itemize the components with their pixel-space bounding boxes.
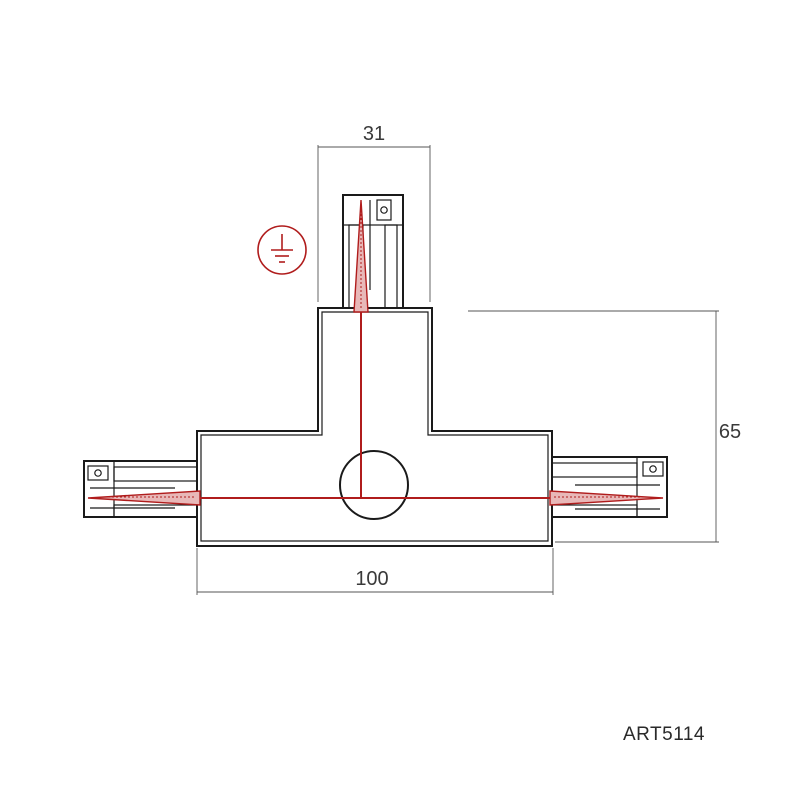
- conductor-paths: [87, 199, 664, 506]
- center-junction-circle: [339, 450, 409, 520]
- earth-ground-icon: [257, 225, 307, 275]
- total-width-dimension: 100: [196, 548, 554, 595]
- height-dimension: 65: [468, 310, 741, 543]
- right-adapter-plug: [549, 456, 668, 518]
- left-adapter-plug: [83, 460, 201, 518]
- total-width-label: 100: [355, 568, 388, 590]
- t-connector-body: [196, 307, 553, 547]
- top-adapter-plug: [342, 194, 404, 314]
- article-code: ART5114: [623, 724, 705, 745]
- height-label: 65: [719, 421, 741, 443]
- top-width-dimension: 31: [317, 123, 431, 302]
- top-width-label: 31: [363, 123, 385, 145]
